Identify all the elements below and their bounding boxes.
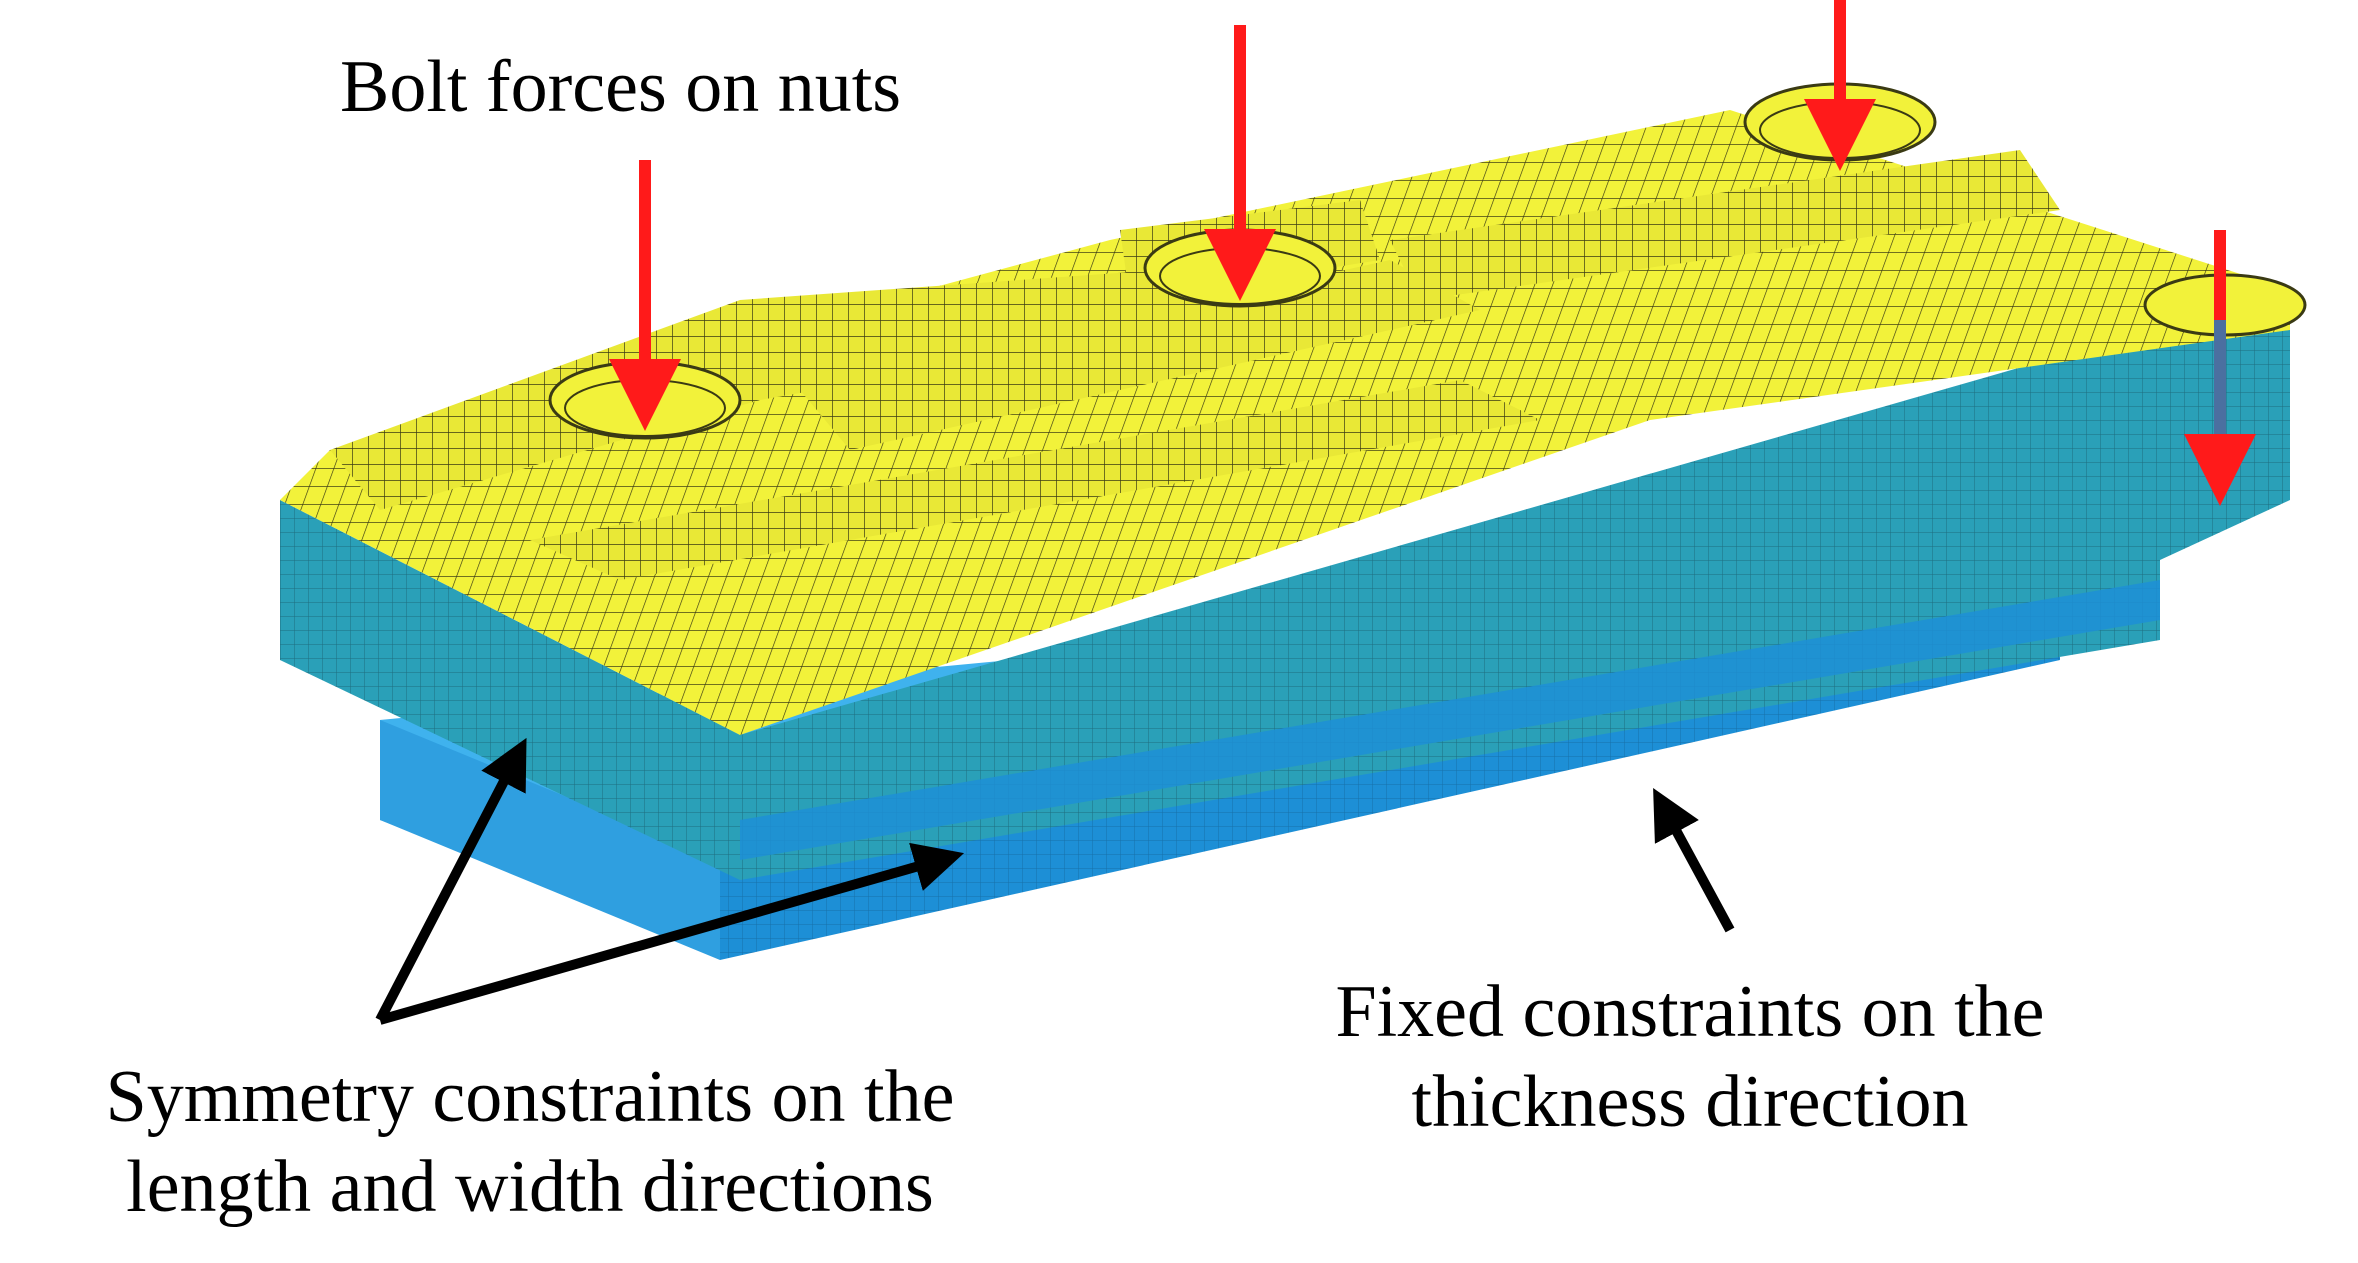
force-arrows bbox=[609, 0, 2256, 506]
fixed-arrow bbox=[1653, 788, 1735, 933]
symmetry-constraints-line1: Symmetry constraints on the bbox=[105, 1056, 955, 1138]
fixed-constraints-line1: Fixed constraints on the bbox=[1335, 971, 2045, 1053]
fixed-constraints-label: Fixed constraints on the thickness direc… bbox=[1240, 975, 2140, 1155]
bolt-forces-label: Bolt forces on nuts bbox=[340, 46, 902, 128]
symmetry-constraints-label: Symmetry constraints on the length and w… bbox=[0, 1060, 1060, 1240]
main-block bbox=[280, 290, 2290, 880]
constraint-arrows bbox=[375, 737, 1735, 1025]
fixed-constraints-line2: thickness direction bbox=[1411, 1061, 1969, 1143]
symmetry-arrow-1 bbox=[375, 737, 527, 1023]
symmetry-constraints-line2: length and width directions bbox=[126, 1146, 934, 1228]
symmetry-arrow-2 bbox=[378, 842, 965, 1025]
